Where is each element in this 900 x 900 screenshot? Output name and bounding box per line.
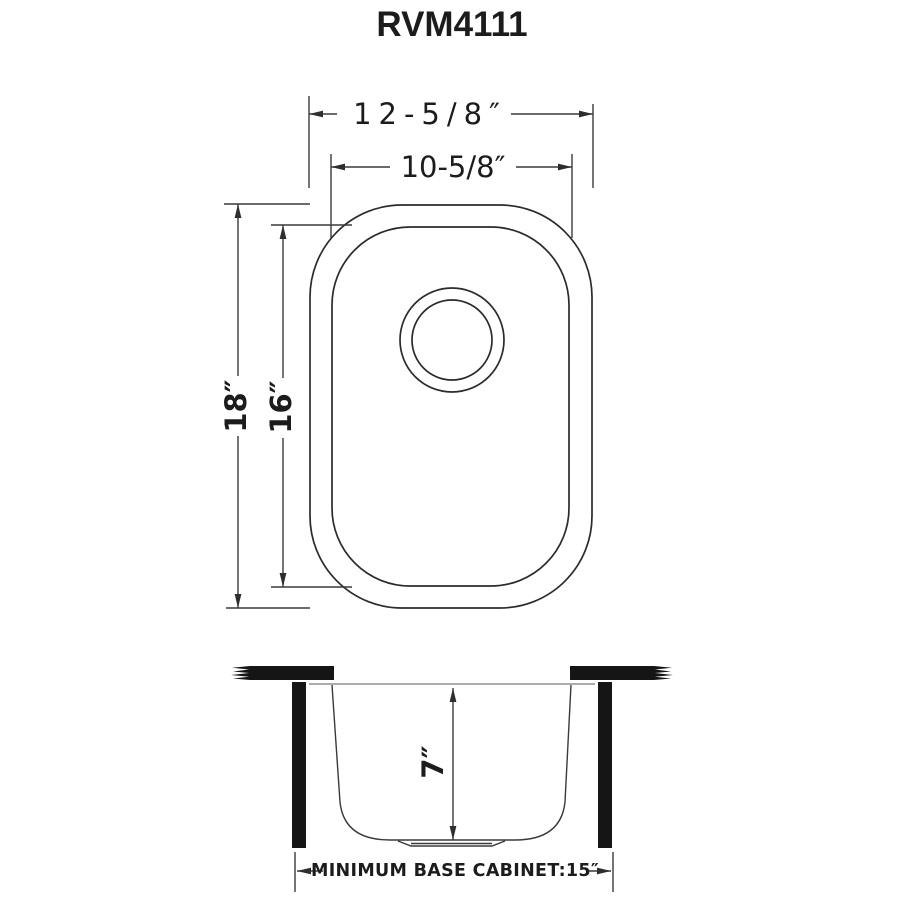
label-mask [390,151,516,183]
arrow-down-icon [449,826,457,840]
drain-fitting [397,840,506,847]
drain-inner-circle [411,299,493,381]
base-cabinet-label: MINIMUM BASE CABINET:15″ [311,861,599,881]
top-view [309,204,593,609]
arrow-up-icon [449,688,457,702]
arrow-right-icon [558,163,572,171]
bowl-profile [331,684,572,841]
arrow-down-icon [234,594,242,608]
section-view [231,666,673,848]
arrow-left-icon [297,867,311,875]
arrow-up-icon [279,225,287,239]
label-mask [217,376,257,436]
model-title: RVM4111 [376,5,527,44]
arrow-up-icon [234,204,242,218]
label-mask [262,378,302,438]
countertop-left [231,666,334,680]
inner-width-label: 10-5/8″ [401,150,506,184]
arrow-right-icon [597,867,611,875]
countertop-right [570,666,673,680]
outer-height-label: 18″ [219,379,253,432]
dim-outer-width: 12-5/8″ [308,96,594,188]
dim-base-cabinet: MINIMUM BASE CABINET:15″ [294,852,614,892]
arrow-left-icon [309,110,323,118]
cabinet-side-right [598,682,612,848]
outer-width-label: 12-5/8″ [353,97,507,131]
arrow-down-icon [279,573,287,587]
label-mask [323,857,587,884]
label-mask [337,96,511,130]
arrow-left-icon [331,163,345,171]
sink-bowl-inner-edge [331,226,570,587]
arrow-right-icon [579,110,593,118]
depth-label: 7″ [416,745,450,778]
dim-inner-height: 16″ [262,224,352,588]
dim-outer-height: 18″ [217,203,310,609]
dim-inner-width: 10-5/8″ [330,150,573,238]
cabinet-side-left [292,682,306,848]
dim-depth: 7″ [416,688,457,840]
inner-height-label: 16″ [264,380,298,433]
